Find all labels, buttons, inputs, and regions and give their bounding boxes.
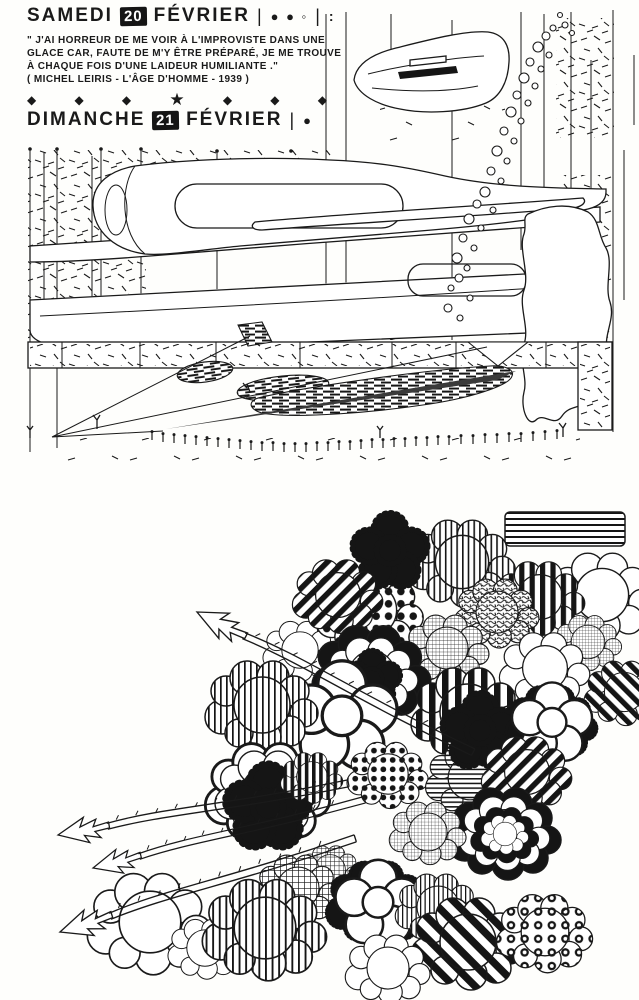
cloud-collage [86, 511, 639, 1000]
bottom-illustration-svg [55, 500, 639, 1000]
separator-bar: | [315, 5, 322, 26]
wedge-beams [51, 335, 516, 438]
cloud-horizontal-stripes-block [504, 511, 626, 547]
diamond-icon: ◆ [121, 92, 132, 107]
quote-line: ( MICHEL LEIRIS - L'ÂGE D'HOMME - 1939 ) [27, 74, 250, 85]
colon-mark: : [328, 8, 336, 24]
separator-bar: | [256, 5, 264, 26]
quote-line: " J'AI HORREUR DE ME VOIR À L'IMPROVISTE… [27, 35, 326, 46]
sunday-title: DIMANCHE 21 FÉVRIER | ● [27, 109, 372, 131]
quote-line: À CHAQUE FOIS D'UNE LAIDEUR HUMILIANTE .… [27, 61, 279, 72]
diamond-icon: ◆ [74, 92, 84, 107]
sunday-day: DIMANCHE [27, 109, 146, 130]
diamond-star-row: ◆ ◆ ◆ ★ ◆ ◆ ◆ [27, 89, 327, 109]
quote-line: GLACE CAR, FAUTE DE M'Y ÊTRE PRÉPARÉ, JE… [27, 48, 342, 59]
saturday-title: SAMEDI 20 FÉVRIER | ● ● ◦ | : [27, 5, 372, 27]
diamond-icon: ◆ [317, 92, 327, 107]
star-icon: ★ [169, 89, 185, 109]
saturday-day: SAMEDI [27, 5, 113, 26]
saturday-date-box: 20 [119, 6, 147, 26]
diamond-icon: ◆ [270, 92, 280, 107]
top-illustration-svg [26, 10, 635, 466]
journal-header: SAMEDI 20 FÉVRIER | ● ● ◦ | : " J'AI HOR… [27, 5, 372, 131]
circle-ornament: ● [303, 112, 313, 128]
leiris-quote: " J'AI HORREUR DE ME VOIR À L'IMPROVISTE… [27, 34, 361, 86]
airship-small [353, 31, 510, 113]
diamond-icon: ◆ [222, 92, 233, 107]
cloud-fine-check [388, 801, 467, 866]
saturday-month: FÉVRIER [153, 5, 250, 26]
separator-bar: | [289, 109, 297, 130]
falling-bubbles [443, 11, 576, 322]
wall-band [27, 341, 613, 431]
standalone-figures [26, 414, 567, 438]
sunday-month: FÉVRIER [186, 109, 283, 130]
sunday-date-box: 21 [152, 110, 180, 130]
zeppelin-large [92, 157, 607, 256]
dot-ornament: ● ● ◦ [270, 8, 309, 24]
diamond-icon: ◆ [27, 92, 37, 107]
